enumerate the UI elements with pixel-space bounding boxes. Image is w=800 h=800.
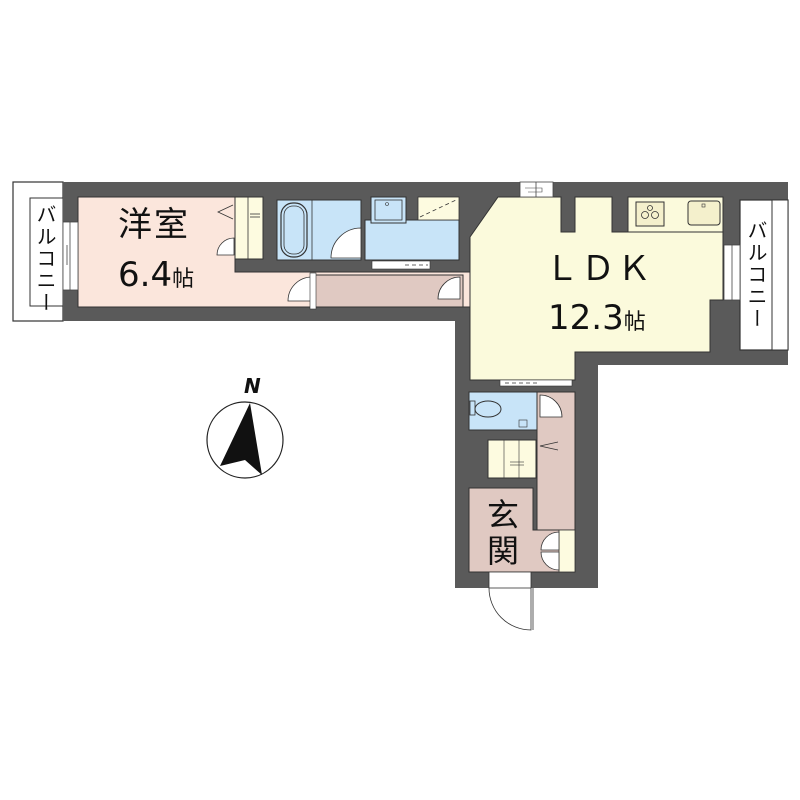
entrance-name: 玄関 bbox=[482, 498, 520, 570]
ldk-room-size: 12.3帖 bbox=[548, 301, 646, 335]
hallway-upper bbox=[287, 272, 464, 310]
ldk-room-size-unit: 帖 bbox=[623, 310, 646, 335]
ldk-room-size-value: 12.3 bbox=[548, 298, 624, 338]
western-room-size-value: 6.4 bbox=[118, 255, 173, 295]
ldk-room-name: ＬＤＫ bbox=[545, 249, 653, 289]
western-room-size-unit: 帖 bbox=[172, 267, 195, 292]
western-room-name: 洋室 bbox=[118, 205, 190, 245]
compass-north-label: N bbox=[244, 374, 261, 398]
western-room-size: 6.4帖 bbox=[118, 258, 194, 292]
balcony-right-label: バルコニー bbox=[744, 220, 768, 330]
north-compass-icon bbox=[206, 401, 284, 479]
balcony-left bbox=[12, 181, 64, 322]
hallway-lower bbox=[536, 391, 576, 531]
washroom bbox=[330, 196, 460, 270]
storage bbox=[487, 439, 537, 479]
ldk-room bbox=[469, 181, 741, 387]
entrance bbox=[468, 487, 576, 631]
toilet bbox=[468, 391, 538, 431]
balcony-left-label: バルコニー bbox=[33, 204, 57, 314]
